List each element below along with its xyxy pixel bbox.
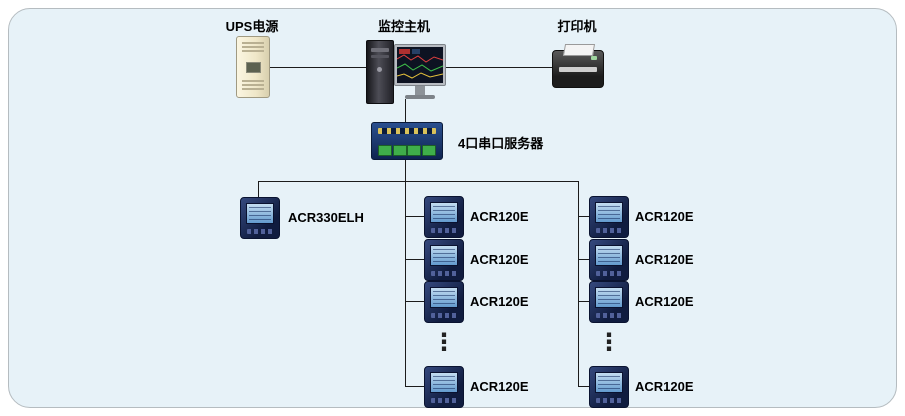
connector-host-server: [405, 99, 406, 122]
printer-output-slot: [559, 67, 597, 72]
meter-acr120e-label: ACR120E: [635, 294, 694, 309]
ups-vents-icon: [242, 80, 264, 92]
ups-vents-icon: [242, 42, 264, 54]
meter-acr330elh: [240, 197, 280, 239]
meter-screen: [595, 372, 623, 393]
server-port-icon: [378, 145, 392, 156]
ups-label: UPS电源: [225, 19, 279, 34]
meter-buttons: [247, 229, 273, 234]
host-monitor-icon: [394, 44, 446, 86]
meter-screen: [595, 245, 623, 266]
meter-screen: [595, 287, 623, 308]
connector-bus: [258, 181, 579, 182]
meter-acr120e: [589, 196, 629, 238]
meter-screen: [430, 372, 458, 393]
tower-drive-slot: [371, 55, 389, 58]
monitor-screen-chart: [397, 47, 443, 83]
server-terminal-ports: [378, 145, 436, 156]
meter-screen: [430, 287, 458, 308]
meter-acr120e-label: ACR120E: [635, 252, 694, 267]
connector-stub-mid-1: [405, 216, 424, 217]
connector-stub-mid-4: [405, 386, 424, 387]
connector-stub-mid-3: [405, 301, 424, 302]
tower-drive-slot: [371, 48, 389, 52]
meter-buttons: [596, 398, 622, 403]
server-led-strip: [378, 128, 436, 134]
ups-device: [236, 36, 270, 98]
meter-acr120e-label: ACR120E: [470, 252, 529, 267]
monitor-base: [405, 95, 435, 99]
host-tower-icon: [366, 40, 394, 104]
meter-buttons: [596, 228, 622, 233]
ellipsis-right: ⋮: [597, 328, 621, 356]
meter-buttons: [596, 313, 622, 318]
meter-acr120e-label: ACR120E: [635, 379, 694, 394]
connector-bus-acr330: [258, 181, 259, 201]
connector-stub-mid-2: [405, 259, 424, 260]
connector-stub-right-2: [578, 259, 589, 260]
printer-device: [552, 44, 604, 88]
host-label: 监控主机: [377, 19, 430, 34]
meter-screen: [430, 202, 458, 223]
meter-screen: [595, 202, 623, 223]
meter-screen: [246, 203, 274, 224]
printer-button-icon: [591, 56, 597, 60]
connector-right-column: [578, 181, 579, 387]
serial-server-label: 4口串口服务器: [458, 136, 544, 151]
tower-power-button-icon: [377, 67, 382, 72]
meter-buttons: [431, 228, 457, 233]
connector-stub-right-4: [578, 386, 589, 387]
meter-buttons: [596, 271, 622, 276]
meter-acr120e: [589, 281, 629, 323]
connector-stub-right-3: [578, 301, 589, 302]
serial-server-device: [371, 122, 443, 160]
monitor-stand: [415, 86, 425, 95]
server-port-icon: [392, 145, 407, 156]
meter-acr120e-label: ACR120E: [470, 379, 529, 394]
meter-screen: [430, 245, 458, 266]
server-port-icon: [421, 145, 436, 156]
meter-buttons: [431, 313, 457, 318]
meter-acr120e: [424, 239, 464, 281]
server-port-icon: [407, 145, 422, 156]
meter-buttons: [431, 398, 457, 403]
connector-stub-right-1: [578, 216, 589, 217]
meter-acr120e-label: ACR120E: [470, 209, 529, 224]
printer-paper-icon: [562, 44, 596, 56]
meter-acr120e: [424, 281, 464, 323]
connector-server-mid-column: [405, 158, 406, 387]
meter-buttons: [431, 271, 457, 276]
ellipsis-mid: ⋮: [432, 328, 456, 356]
meter-acr120e: [589, 239, 629, 281]
ups-display-icon: [246, 62, 261, 73]
meter-acr330elh-label: ACR330ELH: [288, 210, 364, 225]
meter-acr120e-label: ACR120E: [470, 294, 529, 309]
meter-acr120e: [589, 366, 629, 408]
meter-acr120e: [424, 366, 464, 408]
meter-acr120e-label: ACR120E: [635, 209, 694, 224]
meter-acr120e: [424, 196, 464, 238]
printer-label: 打印机: [557, 19, 597, 34]
